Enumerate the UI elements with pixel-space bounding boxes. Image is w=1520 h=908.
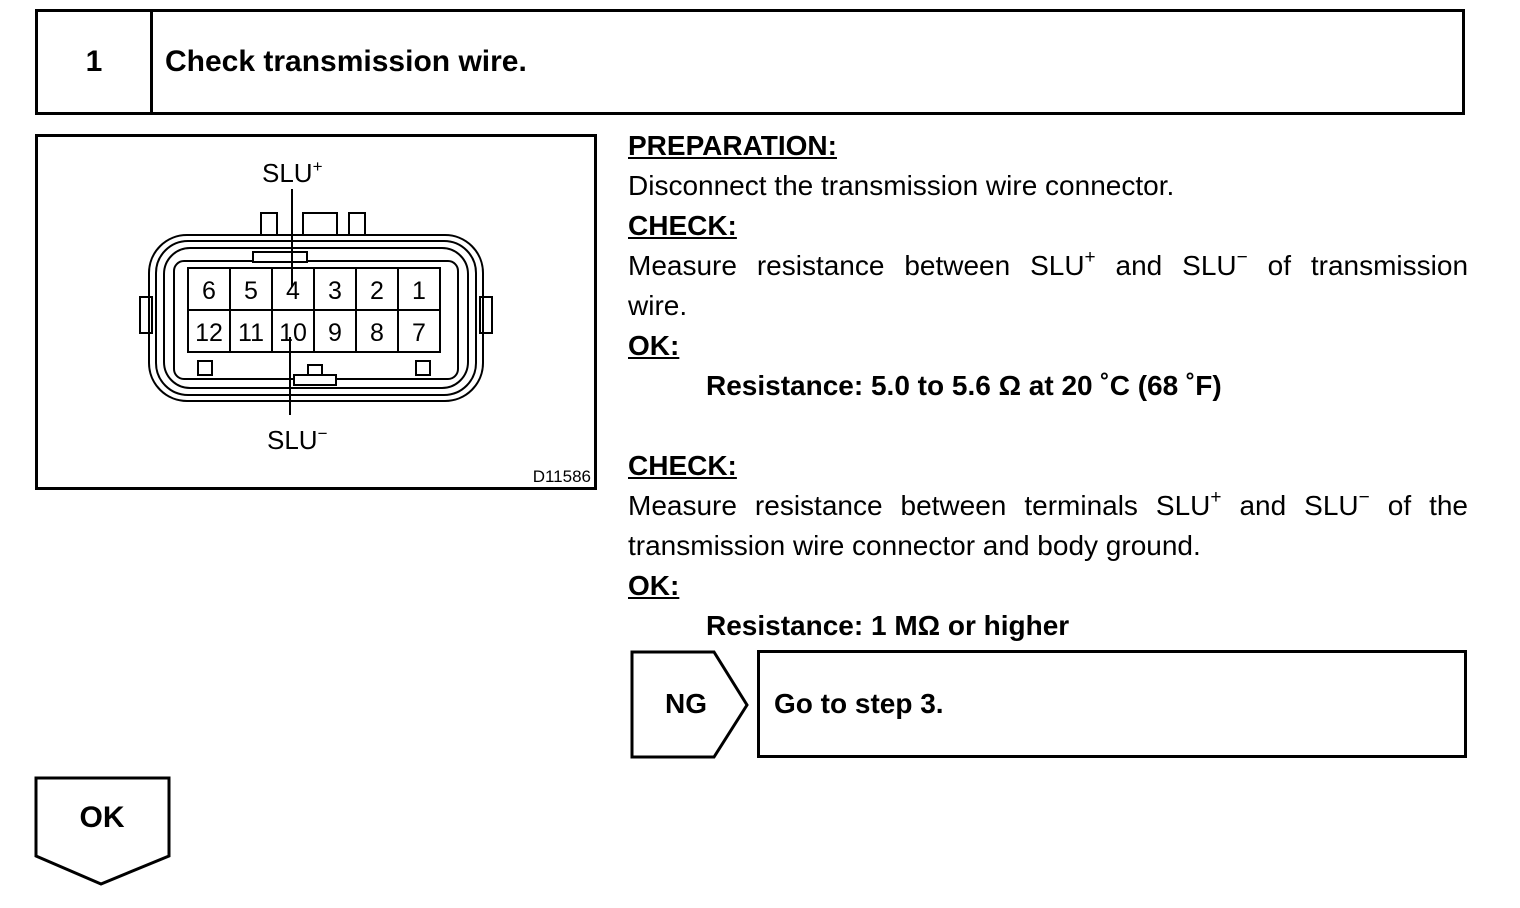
ok-spec-2: Resistance: 1 MΩ or higher bbox=[706, 610, 1070, 641]
check-heading-1: CHECK: bbox=[628, 210, 737, 241]
side-tab-left bbox=[139, 296, 153, 334]
pin-2: 2 bbox=[370, 277, 384, 305]
pin-5: 5 bbox=[244, 277, 258, 305]
pin-10: 10 bbox=[279, 319, 307, 347]
ok-label: OK bbox=[79, 801, 125, 834]
housing-outer bbox=[148, 234, 484, 402]
check-text-2: Measure resistance between terminals SLU… bbox=[628, 486, 1468, 521]
ng-arrow-box bbox=[630, 650, 749, 759]
check-heading-2: CHECK: bbox=[628, 450, 737, 481]
side-tab-right bbox=[479, 296, 493, 334]
check-text-1: Measure resistance between SLU+ and SLU−… bbox=[628, 246, 1469, 281]
check-text-1-cont: wire. bbox=[628, 290, 688, 321]
connector-diagram: 6 5 4 3 2 1 12 11 10 9 8 7 SLU+ SLU− D11… bbox=[139, 157, 591, 486]
connector-figure: 6 5 4 3 2 1 12 11 10 9 8 7 SLU+ SLU− D11… bbox=[35, 134, 597, 490]
pin-8: 8 bbox=[370, 319, 384, 347]
top-latch-center bbox=[302, 212, 338, 236]
preparation-heading: PREPARATION: bbox=[628, 130, 837, 161]
label-slu-plus: SLU+ bbox=[262, 157, 323, 188]
figure-id: D11586 bbox=[533, 467, 591, 486]
ng-action: Go to step 3. bbox=[757, 650, 1467, 758]
pin-1: 1 bbox=[412, 277, 426, 305]
pin-7: 7 bbox=[412, 319, 426, 347]
top-latch-right bbox=[348, 212, 366, 236]
check-text-2-cont: transmission wire connector and body gro… bbox=[628, 530, 1201, 561]
pin-9: 9 bbox=[328, 319, 342, 347]
step-header: 1 Check transmission wire. bbox=[35, 9, 1465, 115]
pin-4: 4 bbox=[286, 277, 300, 305]
ok-arrow-box bbox=[34, 776, 171, 886]
step-title: Check transmission wire. bbox=[165, 45, 527, 78]
pin-6: 6 bbox=[202, 277, 216, 305]
instructions: PREPARATION: Disconnect the transmission… bbox=[628, 126, 1468, 646]
preparation-text: Disconnect the transmission wire connect… bbox=[628, 170, 1175, 201]
ok-heading-2: OK: bbox=[628, 570, 680, 601]
pin-11: 11 bbox=[238, 319, 264, 347]
pin-3: 3 bbox=[328, 277, 342, 305]
label-slu-minus: SLU− bbox=[267, 424, 328, 455]
pin-12: 12 bbox=[195, 319, 223, 347]
step-number: 1 bbox=[38, 12, 153, 112]
top-latch-left bbox=[260, 212, 278, 236]
ok-spec-1: Resistance: 5.0 to 5.6 Ω at 20 ˚C (68 ˚F… bbox=[706, 370, 1222, 401]
ok-heading-1: OK: bbox=[628, 330, 680, 361]
ng-label: NG bbox=[665, 688, 707, 719]
